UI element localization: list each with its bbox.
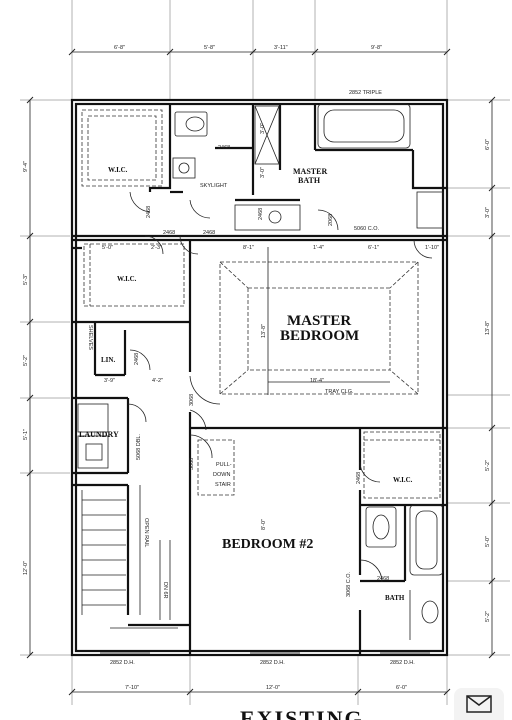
svg-text:2468: 2468 xyxy=(218,145,230,151)
room-label-wic-right: W.I.C. xyxy=(393,476,413,484)
svg-text:2468: 2468 xyxy=(203,230,215,236)
door-tags: 2468 2468 2468 2468 2068 2468 3068 3068 … xyxy=(134,145,389,582)
svg-text:12'-0": 12'-0" xyxy=(266,685,280,691)
svg-text:1'-4": 1'-4" xyxy=(313,245,324,251)
svg-text:8'-0": 8'-0" xyxy=(261,519,267,530)
svg-text:3068: 3068 xyxy=(189,394,195,406)
note-laundry-dbl: 5068 DBL. xyxy=(136,434,142,460)
svg-text:3'-9": 3'-9" xyxy=(104,378,115,384)
svg-text:13'-8": 13'-8" xyxy=(261,324,267,338)
note-open-rail: OPEN RAIL xyxy=(143,518,149,547)
svg-text:4'-2": 4'-2" xyxy=(152,378,163,384)
svg-text:5'-2": 5'-2" xyxy=(485,611,491,622)
room-label-laundry: LAUNDRY xyxy=(79,430,119,439)
svg-text:2468: 2468 xyxy=(258,208,264,220)
svg-text:2468: 2468 xyxy=(377,576,389,582)
svg-text:2068: 2068 xyxy=(328,214,334,226)
room-label-master-bedroom-2: BEDROOM xyxy=(280,328,359,344)
room-label-master-bath-1: MASTER xyxy=(293,167,327,176)
svg-text:5'-1": 5'-1" xyxy=(23,429,29,440)
room-label-linen: LIN. xyxy=(101,356,115,364)
room-label-bedroom-2: BEDROOM #2 xyxy=(222,537,313,552)
dims-left: 9'-4" 5'-3" 5'-2" 5'-1" 12'-0" xyxy=(23,161,29,575)
note-tray-clg: TRAY CLG. xyxy=(325,389,354,395)
svg-text:3'-0": 3'-0" xyxy=(260,167,266,178)
window-tags: 2852 D.H. 2852 D.H. 2852 D.H. xyxy=(100,99,430,666)
svg-text:2852 D.H.: 2852 D.H. xyxy=(390,660,415,666)
svg-text:6'-0": 6'-0" xyxy=(485,139,491,150)
dims-top: 6'-8" 5'-8" 3'-11" 9'-8" xyxy=(114,45,382,51)
svg-text:6'-1": 6'-1" xyxy=(368,245,379,251)
svg-text:3068: 3068 xyxy=(189,458,195,470)
note-bath-co: 3068 C.O. xyxy=(346,571,352,597)
fixtures xyxy=(77,103,444,640)
svg-text:3'-11": 3'-11" xyxy=(274,45,288,51)
room-label-bath: BATH xyxy=(385,594,405,602)
dimension-lines xyxy=(26,48,496,696)
svg-text:3'-0": 3'-0" xyxy=(485,207,491,218)
svg-text:5'-8": 5'-8" xyxy=(204,45,215,51)
svg-text:6'-8": 6'-8" xyxy=(114,45,125,51)
room-label-master-bedroom-1: MASTER xyxy=(287,313,351,329)
room-labels: W.I.C. W.I.C. MASTER BATH MASTER BEDROOM… xyxy=(79,166,413,602)
svg-text:5'-2": 5'-2" xyxy=(23,355,29,366)
svg-text:6'-0": 6'-0" xyxy=(396,685,407,691)
svg-text:2852 D.H.: 2852 D.H. xyxy=(110,660,135,666)
note-skylight: SKYLIGHT xyxy=(200,183,228,189)
exterior-walls xyxy=(70,98,449,657)
room-label-wic-top: W.I.C. xyxy=(108,166,128,174)
note-shelves: SHELVES xyxy=(87,325,93,350)
partial-footer-title: EXISTING xyxy=(240,708,364,720)
mail-button[interactable] xyxy=(454,688,504,720)
svg-text:2468: 2468 xyxy=(163,230,175,236)
svg-text:9'-8": 9'-8" xyxy=(371,45,382,51)
svg-text:1'-10": 1'-10" xyxy=(425,245,439,251)
dims-bottom: 7'-10" 12'-0" 6'-0" xyxy=(125,685,407,691)
door-swings xyxy=(127,191,433,583)
interior-walls xyxy=(72,104,447,655)
mail-icon xyxy=(466,695,492,713)
note-pull-down-3: STAIR xyxy=(215,482,231,488)
dims-right: 6'-0" 3'-0" 13'-8" 5'-2" 5'-0" 5'-2" xyxy=(485,139,491,622)
svg-text:5'-0": 5'-0" xyxy=(485,536,491,547)
notes: SKYLIGHT SHELVES TRAY CLG. 2852 TRIPLE P… xyxy=(87,90,382,599)
svg-text:2468: 2468 xyxy=(146,206,152,218)
note-pull-down-1: PULL- xyxy=(216,462,232,468)
note-triple-window: 2852 TRIPLE xyxy=(349,90,382,96)
dims-inner: 5'-0" 2'-3" 8'-1" 1'-4" 6'-1" 1'-10" 3'-… xyxy=(102,123,439,530)
note-pull-down-2: DOWN xyxy=(213,472,230,478)
svg-text:3'-0": 3'-0" xyxy=(260,123,266,134)
svg-text:2468: 2468 xyxy=(356,472,362,484)
room-label-master-bath-2: BATH xyxy=(298,176,321,185)
closet-shelves xyxy=(81,109,441,499)
svg-text:7'-10": 7'-10" xyxy=(125,685,139,691)
svg-text:8'-1": 8'-1" xyxy=(243,245,254,251)
svg-text:5'-2": 5'-2" xyxy=(485,460,491,471)
svg-text:18'-4": 18'-4" xyxy=(310,378,324,384)
tray-ceiling xyxy=(219,247,419,395)
room-label-wic-mid: W.I.C. xyxy=(117,275,137,283)
svg-text:5'-0": 5'-0" xyxy=(102,245,113,251)
note-closet-co: 5060 C.O. xyxy=(354,226,380,232)
svg-text:12'-0": 12'-0" xyxy=(23,561,29,575)
svg-text:5'-3": 5'-3" xyxy=(23,274,29,285)
note-dn: DN 6R xyxy=(162,582,168,599)
svg-text:2468: 2468 xyxy=(134,353,140,365)
svg-text:13'-8": 13'-8" xyxy=(485,321,491,335)
svg-text:2'-3": 2'-3" xyxy=(151,245,162,251)
svg-text:9'-4": 9'-4" xyxy=(23,161,29,172)
svg-text:2852 D.H.: 2852 D.H. xyxy=(260,660,285,666)
